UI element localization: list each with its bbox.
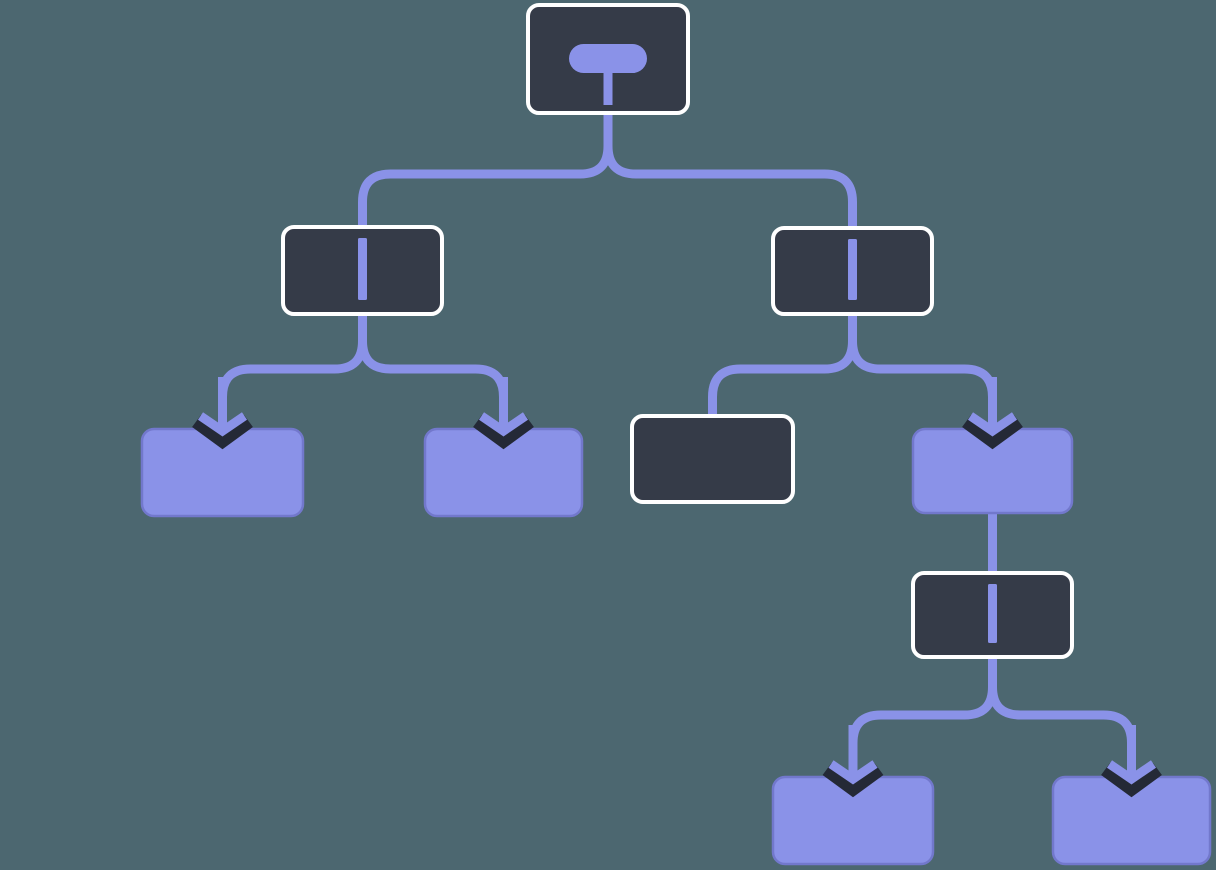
- arrowhead-shadow: [192, 414, 253, 450]
- edge-connector: [848, 653, 997, 779]
- edge-connector: [848, 310, 997, 431]
- node-root[interactable]: [526, 3, 690, 115]
- edge-connector: [708, 310, 857, 420]
- vertical-line-icon: [988, 584, 997, 643]
- node-branch-right[interactable]: [771, 226, 934, 316]
- nodes-layer: [140, 3, 1212, 866]
- node-branch-left[interactable]: [281, 225, 444, 316]
- node-dark-leaf[interactable]: [630, 414, 795, 504]
- arrow-down-icon: [473, 377, 534, 450]
- vertical-line-icon: [358, 238, 367, 300]
- arrow-chevron: [967, 412, 1018, 437]
- arrow-chevron: [1106, 760, 1157, 785]
- arrow-chevron: [478, 412, 529, 437]
- arrow-down-icon: [192, 377, 253, 450]
- dark-node-box[interactable]: [630, 414, 795, 504]
- edge-connector: [218, 310, 367, 431]
- arrow-chevron: [197, 412, 248, 437]
- pill-stem-icon: [603, 71, 613, 105]
- edge-connector: [358, 310, 508, 431]
- arrows-layer: [192, 377, 1162, 798]
- arrow-down-icon: [962, 377, 1023, 450]
- arrow-down-icon: [822, 725, 884, 798]
- arrowhead-shadow: [962, 414, 1023, 450]
- arrowhead-shadow: [1101, 762, 1162, 798]
- arrowhead-shadow: [473, 414, 534, 450]
- node-junction-2[interactable]: [911, 571, 1074, 659]
- edge-connector: [603, 109, 857, 232]
- arrow-chevron: [828, 760, 878, 785]
- arrowhead-shadow: [822, 762, 884, 798]
- arrow-down-icon: [1101, 725, 1162, 798]
- vertical-line-icon: [848, 239, 857, 300]
- pill-icon: [569, 44, 647, 73]
- edge-connector: [358, 109, 613, 231]
- edge-connector: [988, 653, 1136, 779]
